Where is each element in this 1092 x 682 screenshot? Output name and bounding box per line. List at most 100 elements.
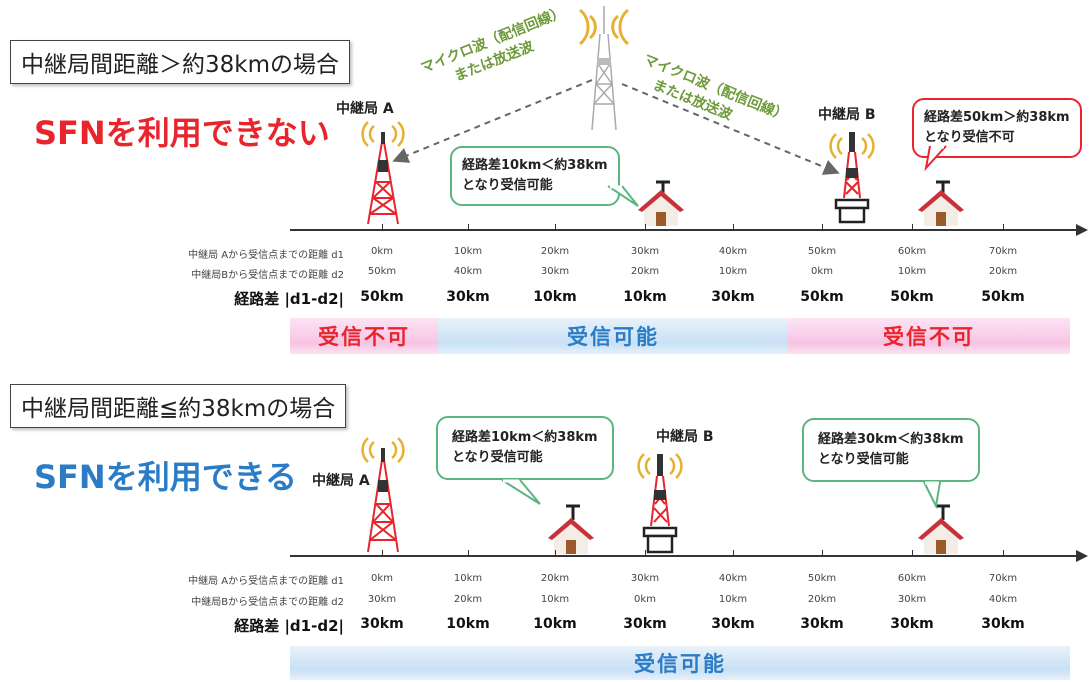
top-axis-arrowhead — [1076, 224, 1088, 236]
top-cell-diff: 30km — [711, 289, 755, 305]
bottom-axis-tick — [382, 550, 383, 557]
bottom-axis-arrowhead — [1076, 550, 1088, 562]
bottom-cell-d1: 60km — [897, 573, 927, 584]
bottom-house-icon-20km — [548, 504, 594, 554]
top-cell-diff: 10km — [623, 289, 667, 305]
top-axis-tick — [468, 224, 469, 231]
top-cell-d2: 10km — [897, 266, 927, 277]
top-axis-tick — [822, 224, 823, 231]
bottom-row-label-d2: 中継局Bから受信点までの距離 d2 — [191, 597, 344, 608]
bottom-headline: SFNを利用できる — [34, 458, 298, 496]
top-cell-d2: 50km — [367, 266, 397, 277]
top-cell-diff: 50km — [981, 289, 1025, 305]
bottom-station-a-tower-icon — [361, 437, 405, 553]
bottom-cell-d2: 30km — [367, 594, 397, 605]
top-bubble-receivable-tail — [607, 185, 639, 207]
top-cell-d1: 60km — [897, 246, 927, 257]
bottom-axis-tick — [733, 550, 734, 557]
bottom-bubble-right-tail — [923, 481, 941, 510]
bottom-band-receivable: 受信可能 — [290, 646, 1070, 680]
top-cell-d1: 70km — [988, 246, 1018, 257]
top-title: 中継局間距離＞約38kmの場合 — [10, 40, 350, 84]
bottom-cell-d1: 10km — [453, 573, 483, 584]
top-cell-d1: 30km — [630, 246, 660, 257]
top-cell-d2: 20km — [988, 266, 1018, 277]
top-cell-d1: 40km — [718, 246, 748, 257]
top-station-b-tower-icon — [829, 132, 875, 224]
top-microwave-arrows — [392, 79, 840, 175]
top-row-label-d2: 中継局Bから受信点までの距離 d2 — [191, 270, 344, 281]
bottom-cell-d2: 10km — [540, 594, 570, 605]
top-bubble-unreceivable-tail — [924, 145, 947, 172]
top-cell-diff: 10km — [533, 289, 577, 305]
bottom-axis-tick — [822, 550, 823, 557]
top-cell-d1: 20km — [540, 246, 570, 257]
bottom-house-icon-60km — [918, 504, 964, 554]
top-cell-d2: 20km — [630, 266, 660, 277]
top-house-icon-30km — [638, 180, 684, 226]
bottom-cell-d2: 10km — [718, 594, 748, 605]
bottom-row-label-d1: 中継局 Aから受信点までの距離 d1 — [188, 576, 344, 587]
bottom-cell-d1: 0km — [371, 573, 393, 584]
main-tower-icon — [578, 6, 630, 131]
top-cell-d1: 50km — [807, 246, 837, 257]
top-cell-diff: 50km — [360, 289, 404, 305]
bottom-axis-tick — [468, 550, 469, 557]
bottom-title: 中継局間距離≦約38kmの場合 — [10, 384, 347, 428]
bottom-cell-diff: 30km — [360, 616, 404, 632]
top-station-a-label: 中継局 A — [336, 101, 394, 117]
top-axis-tick — [733, 224, 734, 231]
bottom-station-b-label: 中継局 B — [656, 429, 714, 445]
bottom-cell-diff: 10km — [446, 616, 490, 632]
bottom-axis-tick — [1003, 550, 1004, 557]
bottom-cell-d2: 30km — [897, 594, 927, 605]
top-cell-d2: 10km — [718, 266, 748, 277]
bottom-axis-tick — [645, 550, 646, 557]
bottom-distance-axis — [290, 555, 1076, 557]
bottom-station-a-label: 中継局 A — [312, 473, 370, 489]
top-cell-d2: 0km — [811, 266, 833, 277]
bottom-cell-diff: 30km — [623, 616, 667, 632]
top-band-unreceivable-right: 受信不可 — [788, 318, 1070, 354]
top-band-receivable: 受信可能 — [438, 318, 788, 354]
top-axis-tick — [555, 224, 556, 231]
top-cell-diff: 50km — [890, 289, 934, 305]
bottom-bubble-left-tail — [501, 479, 541, 505]
bottom-axis-tick — [912, 550, 913, 557]
bottom-cell-d1: 70km — [988, 573, 1018, 584]
bottom-axis-tick — [555, 550, 556, 557]
bottom-cell-d2: 20km — [807, 594, 837, 605]
bottom-cell-diff: 30km — [711, 616, 755, 632]
top-cell-diff: 30km — [446, 289, 490, 305]
top-cell-d2: 40km — [453, 266, 483, 277]
bottom-cell-d2: 0km — [634, 594, 656, 605]
top-row-label-d1: 中継局 Aから受信点までの距離 d1 — [188, 250, 344, 261]
top-axis-tick — [912, 224, 913, 231]
top-cell-d2: 30km — [540, 266, 570, 277]
top-axis-tick — [382, 224, 383, 231]
bottom-cell-d1: 20km — [540, 573, 570, 584]
bottom-cell-d2: 40km — [988, 594, 1018, 605]
bottom-cell-d2: 20km — [453, 594, 483, 605]
top-station-b-label: 中継局 B — [818, 107, 876, 123]
bottom-row-label-diff: 経路差 |d1-d2| — [234, 617, 344, 635]
bottom-cell-d1: 30km — [630, 573, 660, 584]
bottom-cell-diff: 30km — [981, 616, 1025, 632]
top-axis-tick — [645, 224, 646, 231]
bottom-station-b-tower-icon — [637, 453, 683, 554]
top-station-a-tower-icon — [361, 121, 405, 225]
top-cell-d1: 10km — [453, 246, 483, 257]
top-headline: SFNを利用できない — [34, 114, 330, 152]
bottom-cell-diff: 30km — [890, 616, 934, 632]
top-cell-diff: 50km — [800, 289, 844, 305]
top-band-unreceivable-left: 受信不可 — [290, 318, 438, 354]
top-cell-d1: 0km — [371, 246, 393, 257]
top-house-icon-60km — [918, 180, 964, 226]
top-axis-tick — [1003, 224, 1004, 231]
bottom-cell-diff: 10km — [533, 616, 577, 632]
bottom-cell-diff: 30km — [800, 616, 844, 632]
